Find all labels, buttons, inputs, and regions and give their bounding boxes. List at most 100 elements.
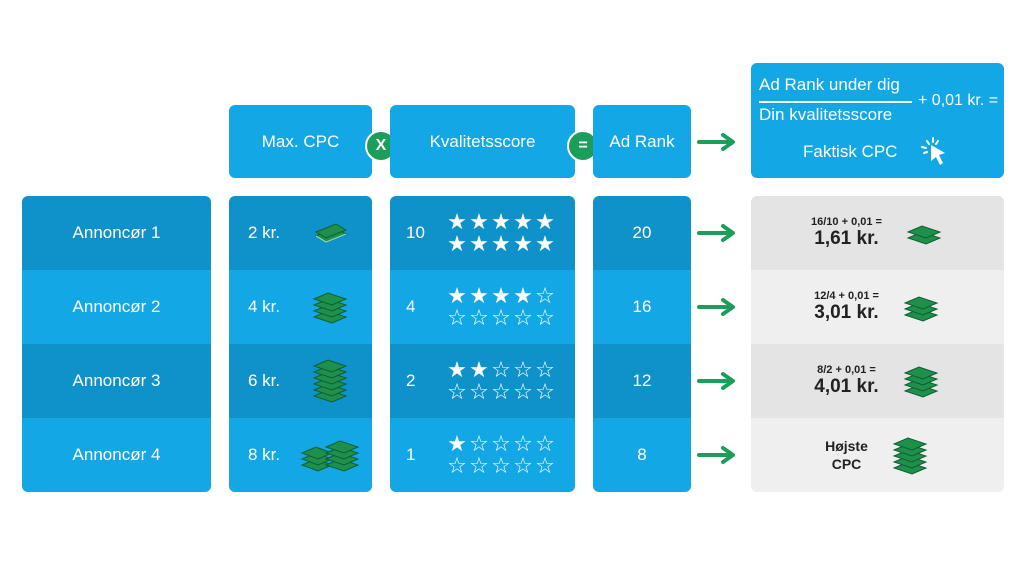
cpc-cell-4: 8 kr. [229,418,372,492]
star-empty-icon: ☆ [535,305,555,330]
actual-cpc-value: 1,61 kr. [814,228,879,249]
money-stack-icon [312,292,348,324]
star-empty-icon: ☆ [513,431,533,456]
calc-text: 16/10 + 0,01 = [811,216,882,228]
star-rating: ★★☆☆☆☆☆☆☆☆ [446,359,556,403]
star-empty-icon: ☆ [491,357,511,382]
advertiser-cell-1: Annoncør 1 [22,196,211,270]
actual-cpc-cell-3: 8/2 + 0,01 = 4,01 kr. [751,344,1004,418]
formula-denominator: Din kvalitetsscore [759,105,893,124]
star-empty-icon: ☆ [491,379,511,404]
arrow-right-icon [697,224,735,242]
arrow-right-icon [697,133,735,151]
calc-text: 12/4 + 0,01 = [814,290,879,302]
ad-rank-cell-2: 16 [593,270,691,344]
star-filled-icon: ★ [469,231,489,256]
cpc-value: 2 kr. [248,223,281,242]
advertiser-label: Annoncør 2 [72,297,161,316]
star-empty-icon: ☆ [513,379,533,404]
quality-score-column: 10 ★★★★★★★★★★ 4 ★★★★☆☆☆☆☆☆ 2 ★★☆☆☆☆☆☆☆☆ … [390,196,575,492]
money-stack-icon [903,366,939,398]
star-empty-icon: ☆ [447,379,467,404]
arrow-right-icon [697,298,735,316]
star-filled-icon: ★ [535,231,555,256]
score-value: 10 [406,223,425,242]
star-rating: ★★★★☆☆☆☆☆☆ [446,285,556,329]
star-empty-icon: ☆ [469,453,489,478]
advertiser-cell-4: Annoncør 4 [22,418,211,492]
star-filled-icon: ★ [491,209,511,234]
cpc-cell-2: 4 kr. [229,270,372,344]
money-stack-icon [312,359,348,403]
money-stack-icon [906,225,942,245]
star-filled-icon: ★ [513,231,533,256]
cpc-cell-1: 2 kr. [229,196,372,270]
calc-text: 8/2 + 0,01 = [817,364,876,376]
star-empty-icon: ☆ [513,453,533,478]
ad-rank-value: 16 [632,297,652,316]
star-filled-icon: ★ [535,209,555,234]
star-filled-icon: ★ [447,357,467,382]
actual-cpc-cell-2: 12/4 + 0,01 = 3,01 kr. [751,270,1004,344]
star-filled-icon: ★ [491,283,511,308]
advertiser-cell-3: Annoncør 3 [22,344,211,418]
star-empty-icon: ☆ [491,431,511,456]
score-cell-4: 1 ★☆☆☆☆☆☆☆☆☆ [390,418,575,492]
ad-rank-cell-1: 20 [593,196,691,270]
advertiser-label: Annoncør 1 [72,223,161,242]
actual-cpc-cell-4: Højste CPC [751,418,1004,492]
star-empty-icon: ☆ [535,431,555,456]
ad-rank-cell-3: 12 [593,344,691,418]
star-filled-icon: ★ [513,283,533,308]
cpc-value: 8 kr. [248,445,281,464]
quality-score-label: Kvalitetsscore [429,131,536,151]
ad-rank-value: 8 [637,445,647,464]
actual-cpc-cell-1: 16/10 + 0,01 = 1,61 kr. [751,196,1004,270]
cpc-cell-3: 6 kr. [229,344,372,418]
quality-score-header: Kvalitetsscore [390,105,575,178]
star-empty-icon: ☆ [535,453,555,478]
star-empty-icon: ☆ [469,305,489,330]
arrow-right-icon [697,372,735,390]
score-value: 4 [406,297,416,316]
star-empty-icon: ☆ [513,357,533,382]
star-empty-icon: ☆ [469,431,489,456]
star-empty-icon: ☆ [535,357,555,382]
max-cpc-header: Max. CPC [229,105,372,178]
money-stack-icon [892,437,928,475]
cpc-value: 6 kr. [248,371,281,390]
highest-cpc-line1: Højste [825,438,868,454]
actual-cpc-value: 4,01 kr. [814,376,879,397]
ad-rank-label: Ad Rank [609,131,675,151]
score-value: 1 [406,445,416,464]
advertiser-cell-2: Annoncør 2 [22,270,211,344]
actual-cpc-formula: Ad Rank under dig Din kvalitetsscore + 0… [751,63,1004,178]
ad-rank-value: 20 [632,223,652,242]
score-value: 2 [406,371,416,390]
actual-cpc-column: 16/10 + 0,01 = 1,61 kr. 12/4 + 0,01 = 3,… [751,196,1004,492]
star-filled-icon: ★ [491,231,511,256]
max-cpc-column: 2 kr. 4 kr. 6 kr. 8 kr. [229,196,372,492]
score-cell-2: 4 ★★★★☆☆☆☆☆☆ [390,270,575,344]
fraction-line [759,101,912,103]
score-cell-1: 10 ★★★★★★★★★★ [390,196,575,270]
cursor-click-icon [921,137,945,165]
ad-rank-cell-4: 8 [593,418,691,492]
star-filled-icon: ★ [469,357,489,382]
star-filled-icon: ★ [469,209,489,234]
arrow-right-icon [697,446,735,464]
highest-cpc-line2: CPC [831,456,862,472]
advertiser-label: Annoncør 4 [72,445,161,464]
star-empty-icon: ☆ [447,453,467,478]
ad-rank-value: 12 [632,371,652,390]
star-empty-icon: ☆ [447,305,467,330]
cpc-value: 4 kr. [248,297,281,316]
ad-rank-column: 20 16 12 8 [593,196,691,492]
max-cpc-label: Max. CPC [261,131,340,151]
formula-suffix: + 0,01 kr. = [918,92,999,109]
money-stack-icon [300,440,360,472]
star-filled-icon: ★ [513,209,533,234]
star-empty-icon: ☆ [469,379,489,404]
star-empty-icon: ☆ [491,453,511,478]
star-empty-icon: ☆ [491,305,511,330]
